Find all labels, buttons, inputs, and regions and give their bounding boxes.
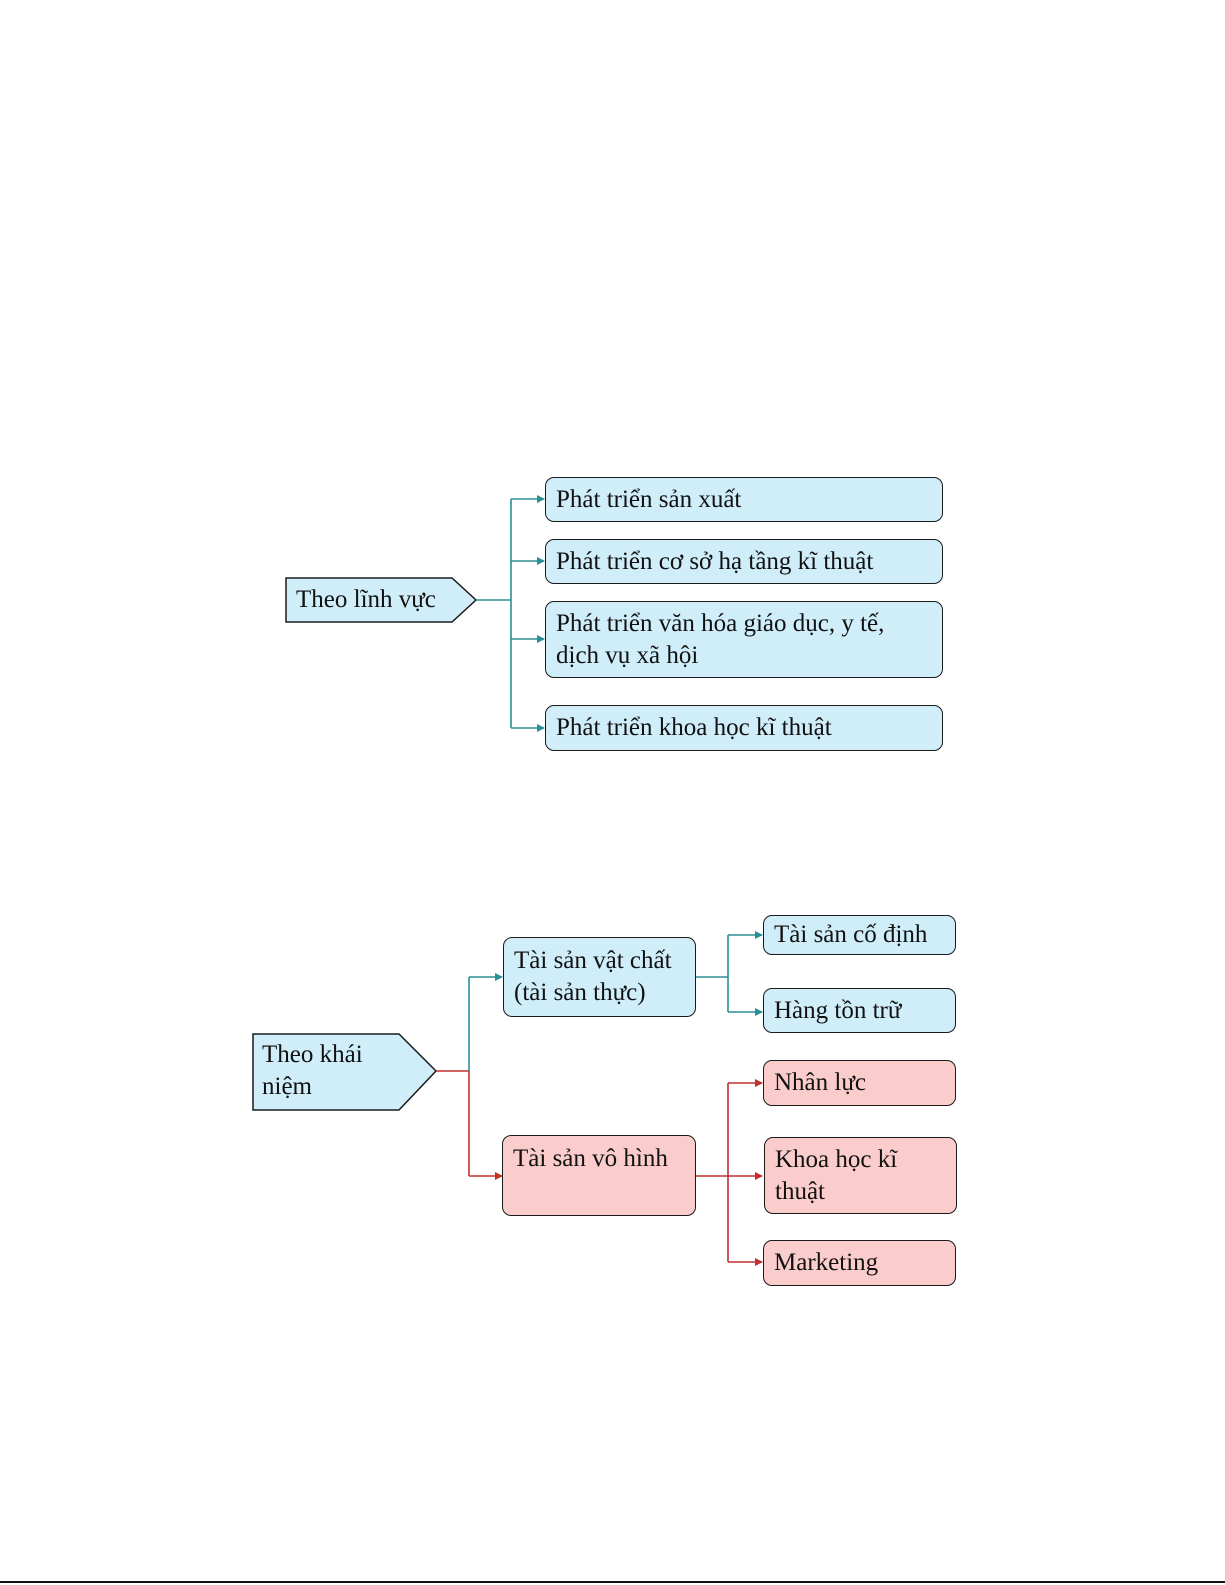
node-label: Phát triển sản xuất bbox=[556, 484, 741, 516]
node-tai-san-co-dinh: Tài sản cố định bbox=[763, 915, 956, 955]
node-van-hoa-giao-duc: Phát triển văn hóa giáo dục, y tế, dịch … bbox=[545, 601, 943, 678]
node-label: Tài sản cố định bbox=[774, 919, 927, 951]
node-label: Tài sản vật chất (tài sản thực) bbox=[514, 945, 685, 1009]
node-khoa-hoc-ki-thuat: Phát triển khoa học kĩ thuật bbox=[545, 705, 943, 751]
node-label: Hàng tồn trữ bbox=[774, 995, 901, 1027]
node-nhan-luc: Nhân lực bbox=[763, 1060, 956, 1106]
node-tai-san-vo-hinh: Tài sản vô hình bbox=[502, 1135, 696, 1216]
node-marketing: Marketing bbox=[763, 1240, 956, 1286]
node-label: Phát triển cơ sở hạ tầng kĩ thuật bbox=[556, 546, 873, 578]
root-label-khai-niem: Theo khái niệm bbox=[262, 1039, 392, 1103]
node-co-so-ha-tang: Phát triển cơ sở hạ tầng kĩ thuật bbox=[545, 539, 943, 584]
node-label: Phát triển khoa học kĩ thuật bbox=[556, 712, 832, 744]
node-khoa-hoc-ki-thuat-2: Khoa học kĩ thuật bbox=[764, 1137, 957, 1214]
node-hang-ton-tru: Hàng tồn trữ bbox=[763, 988, 956, 1033]
node-label: Tài sản vô hình bbox=[513, 1143, 668, 1175]
root-label-linh-vuc: Theo lĩnh vực bbox=[296, 584, 436, 616]
node-label: Nhân lực bbox=[774, 1067, 866, 1099]
page-bottom-rule bbox=[0, 1581, 1225, 1583]
connectors-linh-vuc bbox=[476, 499, 544, 728]
node-label: Marketing bbox=[774, 1247, 878, 1279]
node-label: Phát triển văn hóa giáo dục, y tế, dịch … bbox=[556, 608, 932, 672]
node-label: Khoa học kĩ thuật bbox=[775, 1144, 925, 1208]
node-tai-san-vat-chat: Tài sản vật chất (tài sản thực) bbox=[503, 937, 696, 1017]
node-phat-trien-san-xuat: Phát triển sản xuất bbox=[545, 477, 943, 522]
